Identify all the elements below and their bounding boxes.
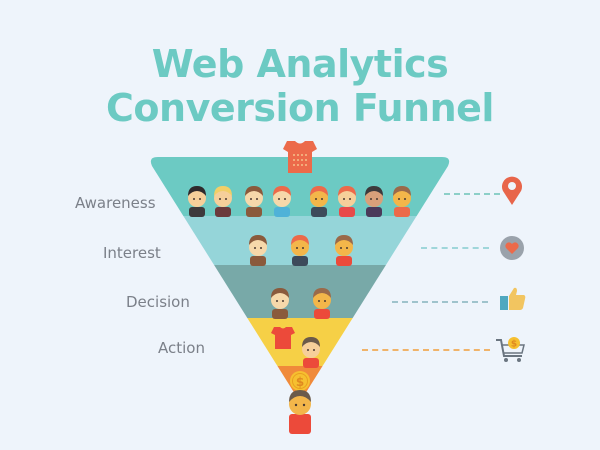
action-people: [271, 327, 320, 368]
interest-people: [249, 235, 353, 266]
svg-text:$: $: [511, 340, 517, 350]
connector-awareness: [444, 193, 500, 195]
stage-label-action: Action: [158, 339, 205, 357]
dollar-coin-icon: $: [290, 371, 310, 391]
tshirt-icon-action: [271, 327, 295, 349]
title-line-1: Web Analytics: [151, 42, 449, 86]
svg-text:$: $: [296, 375, 304, 389]
thumbs-up-icon: [500, 287, 526, 310]
connector-action: [362, 349, 490, 351]
stage-label-interest: Interest: [103, 244, 161, 262]
shopping-cart-icon: $: [496, 337, 525, 362]
converted-customer: [289, 390, 311, 434]
heart-icon: [500, 236, 524, 260]
location-pin-icon: [502, 176, 522, 205]
title-line-2: Conversion Funnel: [106, 86, 494, 130]
tshirt-icon: [283, 141, 317, 173]
connector-interest: [421, 247, 489, 249]
stage-label-decision: Decision: [126, 293, 190, 311]
connector-decision: [392, 301, 488, 303]
stage-label-awareness: Awareness: [75, 194, 156, 212]
